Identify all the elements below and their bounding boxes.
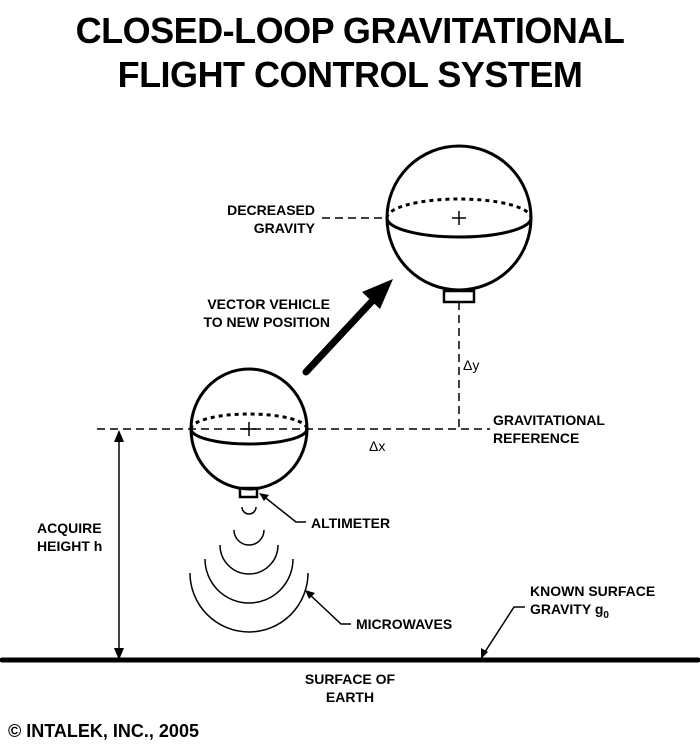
- gravitational-reference-line-2: REFERENCE: [493, 430, 580, 446]
- microwaves-leader: [305, 590, 351, 625]
- altimeter-leader: [259, 493, 306, 523]
- known-gravity-leader: [481, 606, 525, 659]
- copyright-notice: © INTALEK, INC., 2005: [8, 721, 199, 741]
- acquire-height-label: ACQUIRE HEIGHT h: [37, 519, 102, 555]
- surface-of-earth-line-1: SURFACE OF: [304, 671, 396, 687]
- diagram-title-line-1: CLOSED-LOOP GRAVITATIONAL: [75, 10, 625, 51]
- diagram-title-line-2: FLIGHT CONTROL SYSTEM: [117, 54, 583, 95]
- surface-of-earth-label: SURFACE OF EARTH: [250, 670, 450, 706]
- decreased-gravity-label: DECREASED GRAVITY: [213, 201, 315, 237]
- vector-vehicle-label: VECTOR VEHICLE TO NEW POSITION: [186, 295, 330, 331]
- lower-altimeter-box: [238, 486, 259, 499]
- known-surface-gravity-label: KNOWN SURFACE GRAVITY g0: [530, 582, 655, 625]
- known-surface-gravity-line-1: KNOWN SURFACE: [530, 583, 656, 599]
- acquire-height-line-1: ACQUIRE: [37, 520, 102, 536]
- vector-arrow: [302, 279, 393, 376]
- upper-vehicle-sphere: [385, 144, 533, 304]
- delta-y-label: Δy: [463, 357, 480, 373]
- acquire-height-line-2: HEIGHT h: [37, 538, 103, 554]
- gravity-subscript: 0: [603, 609, 609, 621]
- vector-vehicle-line-2: TO NEW POSITION: [203, 314, 330, 330]
- microwave-arcs: [189, 506, 309, 633]
- vector-vehicle-line-1: VECTOR VEHICLE: [207, 296, 330, 312]
- decreased-gravity-line-1: DECREASED: [227, 202, 315, 218]
- delta-x-label: Δx: [369, 438, 386, 454]
- microwaves-label: MICROWAVES: [356, 616, 453, 632]
- decreased-gravity-line-2: GRAVITY: [253, 220, 315, 236]
- height-arrow: [114, 430, 124, 660]
- known-surface-gravity-line-2: GRAVITY g: [530, 601, 604, 617]
- gravitational-reference-line-1: GRAVITATIONAL: [493, 412, 605, 428]
- upper-altimeter-box: [442, 289, 476, 304]
- lower-vehicle-sphere: [189, 367, 309, 499]
- gravitational-reference-label: GRAVITATIONAL REFERENCE: [493, 411, 605, 447]
- altimeter-label: ALTIMETER: [311, 515, 391, 531]
- surface-of-earth-line-2: EARTH: [325, 689, 375, 705]
